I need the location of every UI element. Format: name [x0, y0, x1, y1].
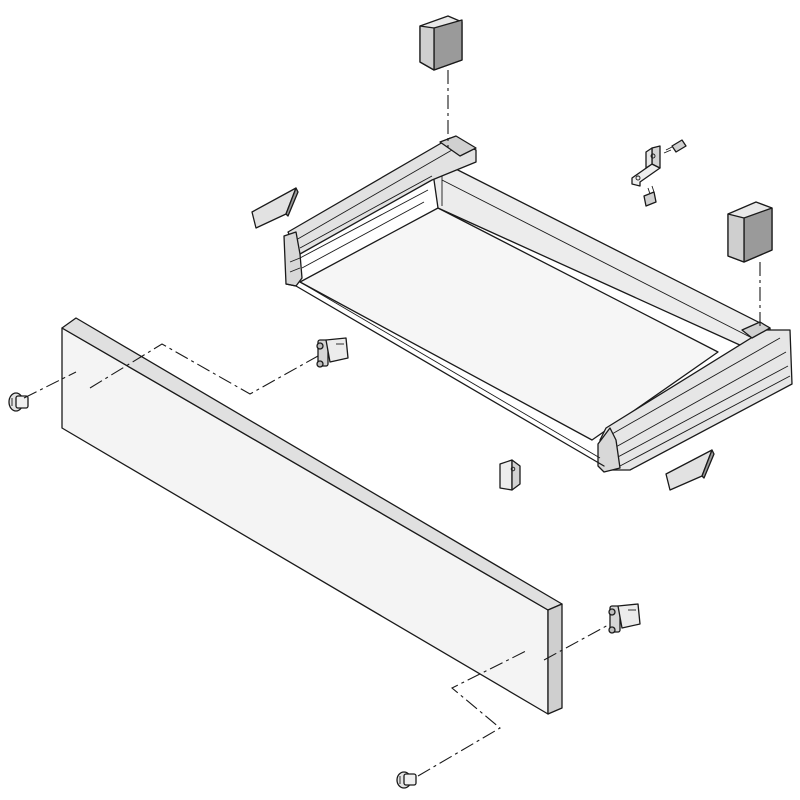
drawer-body: [283, 135, 793, 473]
right-side-front-upright: [597, 427, 621, 473]
front-clip-right: [608, 603, 641, 634]
drawer-floor: [299, 207, 719, 441]
back-left-post: [439, 135, 477, 157]
front-panel-side-edge: [547, 603, 563, 715]
screw-left: [8, 392, 29, 412]
end-cap-back-right: [727, 201, 773, 263]
end-cap-back-left: [419, 15, 463, 71]
front-panel: [61, 317, 563, 715]
angle-bracket-with-screws: [631, 139, 687, 207]
front-panel-face: [61, 327, 549, 715]
small-bracket: [499, 459, 521, 491]
screw-bottom: [396, 771, 417, 789]
front-clip-left: [316, 337, 349, 368]
side-label-left: [251, 187, 299, 229]
assembly-lines: [23, 70, 761, 777]
back-right-post: [741, 321, 771, 339]
side-label-right: [665, 449, 715, 491]
